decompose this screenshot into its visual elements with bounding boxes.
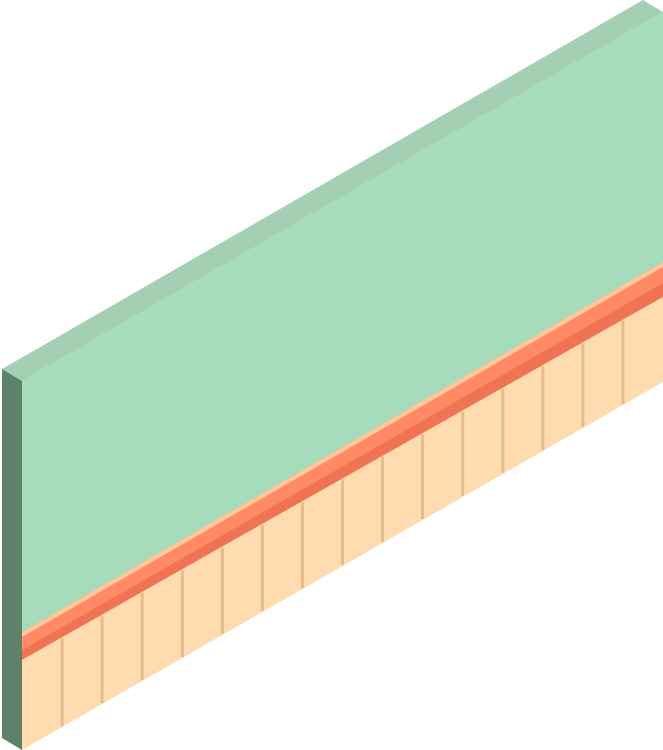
wall-side-edge [2, 369, 22, 750]
chair-rail-edge [22, 283, 663, 660]
wainscot-board-lines [60, 320, 625, 726]
chair-rail-highlight [22, 262, 663, 637]
wall-face [22, 12, 663, 640]
wall-top-edge [2, 0, 663, 381]
